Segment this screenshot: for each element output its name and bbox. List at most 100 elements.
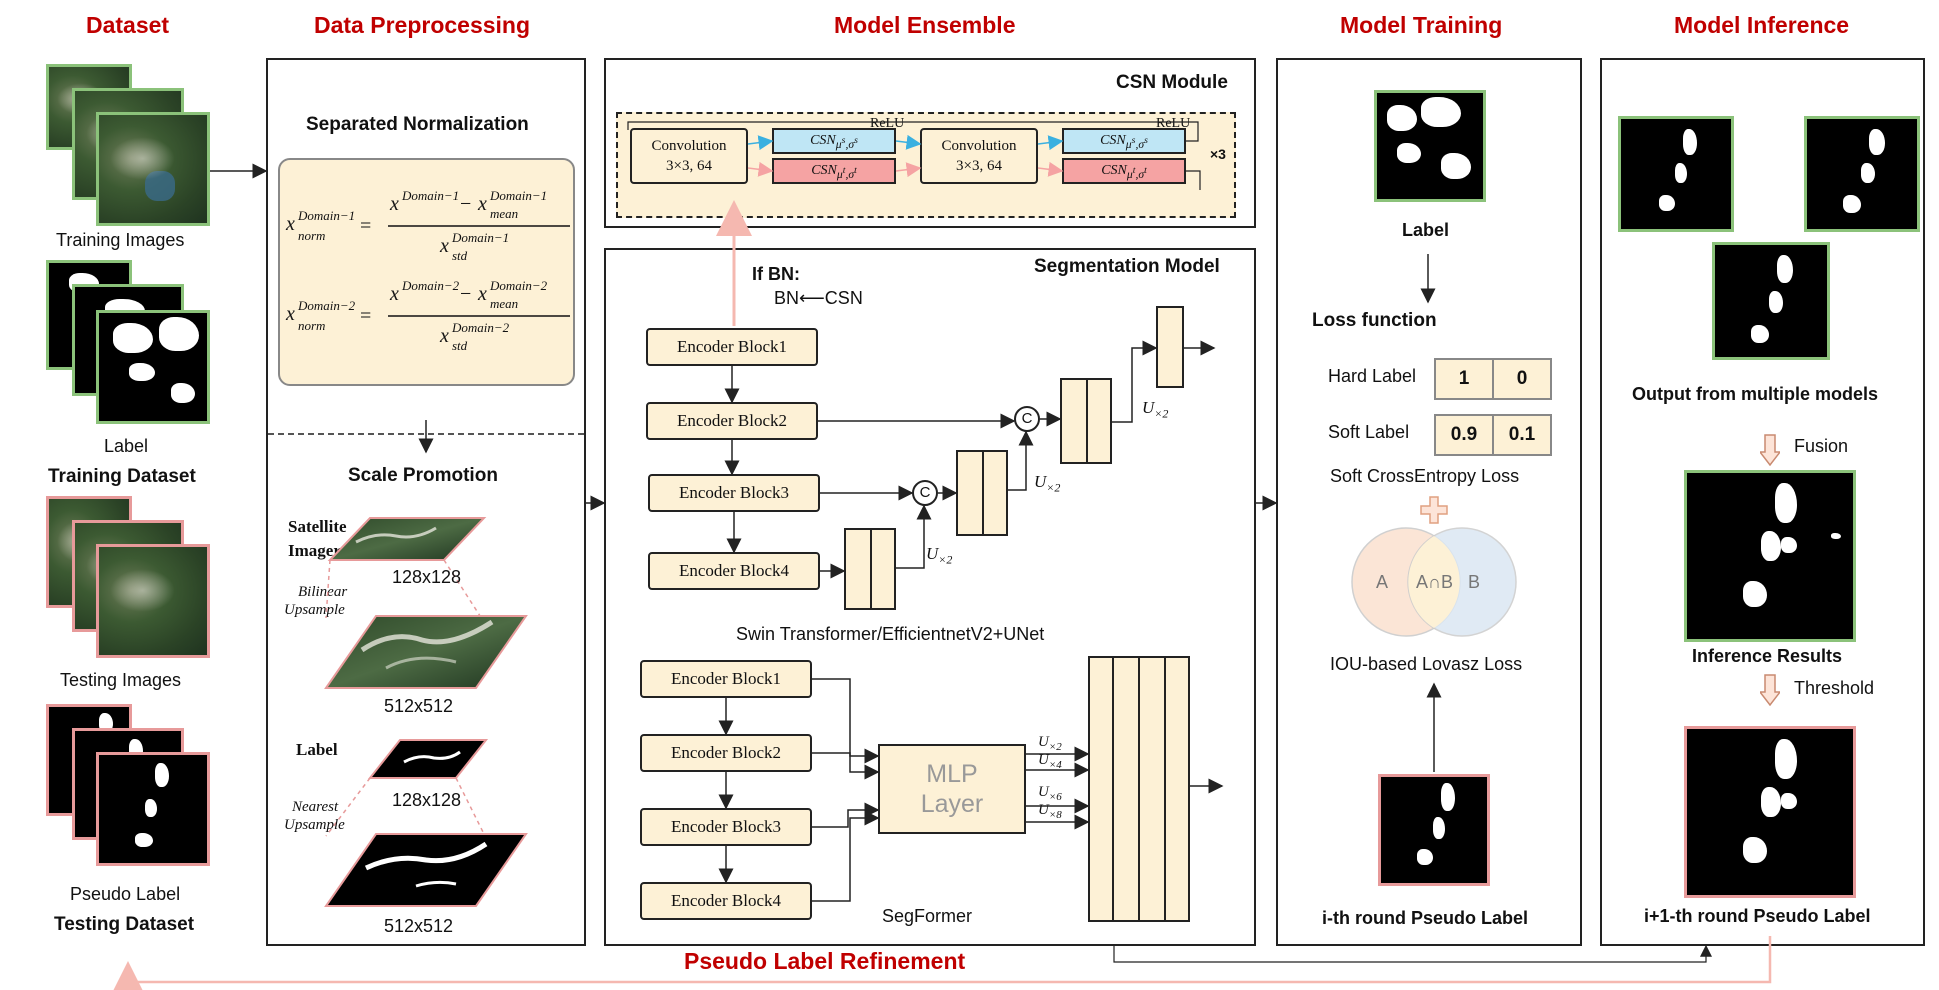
svg-text:x: x xyxy=(285,213,295,235)
csn-conv-2: Convolution 3×3, 64 xyxy=(920,128,1038,184)
separated-normalization-title: Separated Normalization xyxy=(306,114,529,135)
mlp-label: MLP xyxy=(926,760,978,788)
soft-label-cell-09: 0.9 xyxy=(1434,414,1494,456)
label-large-parallelogram xyxy=(324,833,528,907)
venn-a: A xyxy=(1376,572,1389,592)
upsample-label-1: Upsample xyxy=(284,602,345,618)
size-512-label: 512x512 xyxy=(384,916,454,936)
svg-text:x: x xyxy=(477,193,487,215)
svg-text:=: = xyxy=(360,215,371,237)
title-model-ensemble: Model Ensemble xyxy=(834,12,1016,38)
decoder-stage-3 xyxy=(1060,378,1112,464)
title-pseudo-label-refinement: Pseudo Label Refinement xyxy=(684,948,966,974)
unet-model-name: Swin Transformer/EfficientnetV2+UNet xyxy=(736,624,1045,644)
unet-encoder-block1: Encoder Block1 xyxy=(646,328,818,366)
unet-encoder-block3: Encoder Block3 xyxy=(648,474,820,512)
satellite-label: Satellite xyxy=(288,517,347,536)
next-pseudo-label-caption: i+1-th round Pseudo Label xyxy=(1644,906,1871,926)
csn-module-title: CSN Module xyxy=(1116,72,1228,93)
upsample-label-2: Upsample xyxy=(284,817,345,833)
label-scale-label: Label xyxy=(296,740,338,759)
segformer-encoder-block4: Encoder Block4 xyxy=(640,882,812,920)
svg-text:Domain−2: Domain−2 xyxy=(401,278,460,293)
segmentation-model-title: Segmentation Model xyxy=(1034,256,1220,277)
sat-large-parallelogram xyxy=(324,615,528,689)
conv-spec: 3×3, 64 xyxy=(666,158,712,174)
testing-image xyxy=(96,544,210,658)
decoder-stage-1 xyxy=(844,528,896,610)
svg-text:Domain−1: Domain−1 xyxy=(451,230,509,245)
iou-loss-label: IOU-based Lovasz Loss xyxy=(1330,654,1523,674)
svg-text:norm: norm xyxy=(298,318,325,333)
svg-text:=: = xyxy=(360,305,371,327)
upsample-x2-d: U×2 xyxy=(1038,734,1062,753)
dashed-divider xyxy=(268,433,584,435)
venn-ab: A∩B xyxy=(1416,572,1453,592)
concat-node-2: C xyxy=(1014,406,1040,432)
unet-encoder-block4: Encoder Block4 xyxy=(648,552,820,590)
relu-label-1: ReLU xyxy=(870,116,905,131)
segformer-encoder-block1: Encoder Block1 xyxy=(640,660,812,698)
svg-text:Domain−2: Domain−2 xyxy=(489,278,548,293)
conv-label: Convolution xyxy=(941,138,1017,154)
model-output-3 xyxy=(1712,242,1830,360)
model-output-1 xyxy=(1618,116,1734,232)
threshold-label: Threshold xyxy=(1794,678,1875,698)
soft-label-cell-01: 0.1 xyxy=(1492,414,1552,456)
label-mask xyxy=(96,310,210,424)
segformer-encoder-block3: Encoder Block3 xyxy=(640,808,812,846)
testing-images-label: Testing Images xyxy=(60,670,182,690)
inference-result-mask xyxy=(1684,470,1856,642)
loss-function-title: Loss function xyxy=(1312,310,1437,331)
conv-label: Convolution xyxy=(651,138,727,154)
fusion-arrow-icon xyxy=(1758,434,1782,467)
upsample-x2-c: U×2 xyxy=(1142,398,1169,421)
hard-label-caption: Hard Label xyxy=(1328,366,1417,386)
decoder-stage-2 xyxy=(956,450,1008,536)
training-label-mask xyxy=(1374,90,1486,202)
upsample-x2-a: U×2 xyxy=(926,544,953,567)
normalization-formulas: x Domain−1 norm = x Domain−1 − x Domain−… xyxy=(285,188,570,353)
size-512-sat: 512x512 xyxy=(384,696,454,716)
normalization-formula-box: x Domain−1 norm = x Domain−1 − x Domain−… xyxy=(278,158,575,386)
decoder-output xyxy=(1156,306,1184,388)
title-dataset: Dataset xyxy=(86,12,170,38)
sat-small-parallelogram xyxy=(327,517,487,561)
pseudo-label-mask xyxy=(96,752,210,866)
csn-conv-1: Convolution 3×3, 64 xyxy=(630,128,748,184)
svg-text:mean: mean xyxy=(490,296,518,311)
svg-text:x: x xyxy=(389,193,399,215)
mlp-layer-box: MLP Layer xyxy=(878,744,1026,834)
segformer-model-name: SegFormer xyxy=(882,906,973,926)
svg-text:−: − xyxy=(460,193,471,215)
hard-label-cell-1: 1 xyxy=(1434,358,1494,400)
layer-label: Layer xyxy=(920,790,984,818)
svg-text:Domain−1: Domain−1 xyxy=(489,188,547,203)
segformer-feature-stack xyxy=(1088,656,1190,922)
training-label-caption: Label xyxy=(1402,220,1450,240)
svg-text:x: x xyxy=(439,235,449,257)
unet-encoder-block2: Encoder Block2 xyxy=(646,402,818,440)
label-small-parallelogram xyxy=(367,739,489,779)
scale-promotion-title: Scale Promotion xyxy=(348,465,498,486)
model-output-2 xyxy=(1804,116,1920,232)
svg-text:norm: norm xyxy=(298,228,325,243)
svg-text:Domain−1: Domain−1 xyxy=(297,208,355,223)
upsample-x4: U×4 xyxy=(1038,752,1062,771)
multi-model-output-caption: Output from multiple models xyxy=(1632,384,1878,404)
ith-pseudo-label-mask xyxy=(1378,774,1490,886)
upsample-x8: U×8 xyxy=(1038,802,1062,821)
ith-pseudo-label-caption: i-th round Pseudo Label xyxy=(1322,908,1528,928)
svg-text:x: x xyxy=(439,325,449,347)
threshold-arrow-icon xyxy=(1758,674,1782,707)
size-128-label: 128x128 xyxy=(392,790,462,810)
svg-text:Domain−2: Domain−2 xyxy=(451,320,510,335)
pseudo-label-caption: Pseudo Label xyxy=(70,884,181,904)
svg-text:Domain−2: Domain−2 xyxy=(297,298,356,313)
venn-diagram xyxy=(1351,527,1517,637)
next-pseudo-label-mask xyxy=(1684,726,1856,898)
conv-spec: 3×3, 64 xyxy=(956,158,1002,174)
concat-node-1: C xyxy=(912,480,938,506)
title-data-preprocessing: Data Preprocessing xyxy=(314,12,531,38)
svg-text:Domain−1: Domain−1 xyxy=(401,188,459,203)
